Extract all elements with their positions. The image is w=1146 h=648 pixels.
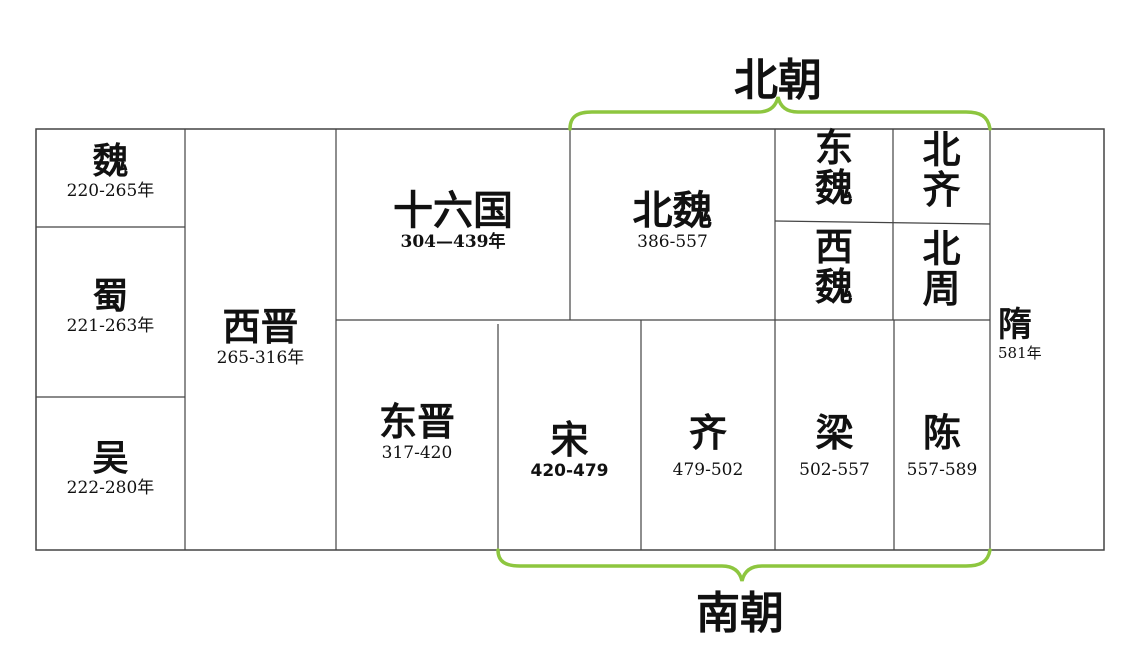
cell-song: 宋 420-479 xyxy=(498,418,641,481)
cell-wu-years: 222-280年 xyxy=(66,477,155,498)
cell-dongjin-name: 东晋 xyxy=(378,400,455,444)
cell-wu: 吴 222-280年 xyxy=(36,440,185,498)
cell-qi-name: 齐 xyxy=(688,411,727,455)
cell-shu-name: 蜀 xyxy=(92,276,129,317)
cell-liang-years: 502-557 xyxy=(799,459,870,480)
cell-qi-years: 479-502 xyxy=(672,459,744,480)
divider-upper-sub xyxy=(774,220,991,225)
cell-xiwei: 西 魏 xyxy=(775,225,893,309)
cell-beizhou-char2: 周 xyxy=(922,266,961,311)
cell-beizhou: 北 周 xyxy=(893,227,990,311)
cell-xiwei-char2: 魏 xyxy=(814,264,853,309)
cell-shu-years: 221-263年 xyxy=(66,315,155,336)
north-dynasties-label: 北朝 xyxy=(734,55,822,106)
cell-wei-years: 220-265年 xyxy=(66,180,155,201)
cell-dongwei: 东 魏 xyxy=(775,126,893,210)
cell-qi: 齐 479-502 xyxy=(641,411,775,480)
cell-dongwei-char1: 东 xyxy=(814,126,853,170)
cell-xiwei-char1: 西 xyxy=(814,225,853,269)
cell-xijin-years: 265-316年 xyxy=(216,347,305,368)
cell-chen-name: 陈 xyxy=(922,411,961,455)
cell-shu: 蜀 221-263年 xyxy=(36,278,185,336)
south-brace xyxy=(496,548,992,582)
cell-xijin: 西晋 265-316年 xyxy=(185,305,336,368)
cell-beizhou-char1: 北 xyxy=(922,227,961,271)
cell-sui: 隋 581年 xyxy=(998,305,1058,362)
cell-beiqi-char1: 北 xyxy=(922,128,961,172)
cell-song-years: 420-479 xyxy=(530,460,609,481)
cell-shiliuguo: 十六国 304—439年 xyxy=(336,190,570,252)
cell-chen: 陈 557-589 xyxy=(894,411,990,480)
cell-beiwei-name: 北魏 xyxy=(632,188,713,234)
cell-wei-name: 魏 xyxy=(92,141,129,182)
cell-liang-name: 梁 xyxy=(815,411,854,455)
cell-beiqi-char2: 齐 xyxy=(922,167,961,212)
cell-shiliuguo-years: 304—439年 xyxy=(400,232,506,252)
cell-dongjin-years: 317-420 xyxy=(381,442,453,463)
cell-song-name: 宋 xyxy=(550,418,589,462)
south-dynasties-label: 南朝 xyxy=(696,588,784,639)
north-brace xyxy=(568,96,992,131)
cell-dongjin: 东晋 317-420 xyxy=(336,400,498,463)
cell-chen-years: 557-589 xyxy=(906,459,978,480)
cell-dongwei-char2: 魏 xyxy=(814,165,853,210)
cell-liang: 梁 502-557 xyxy=(775,411,894,480)
cell-wei: 魏 220-265年 xyxy=(36,143,185,201)
cell-wu-name: 吴 xyxy=(92,438,129,479)
cell-shiliuguo-name: 十六国 xyxy=(393,188,513,234)
cell-sui-name: 隋 xyxy=(998,305,1032,345)
cell-xijin-name: 西晋 xyxy=(222,305,299,349)
cell-beiqi: 北 齐 xyxy=(893,128,990,212)
cell-beiwei-years: 386-557 xyxy=(637,232,708,252)
cell-sui-years: 581年 xyxy=(998,343,1042,362)
cell-beiwei: 北魏 386-557 xyxy=(570,190,775,252)
